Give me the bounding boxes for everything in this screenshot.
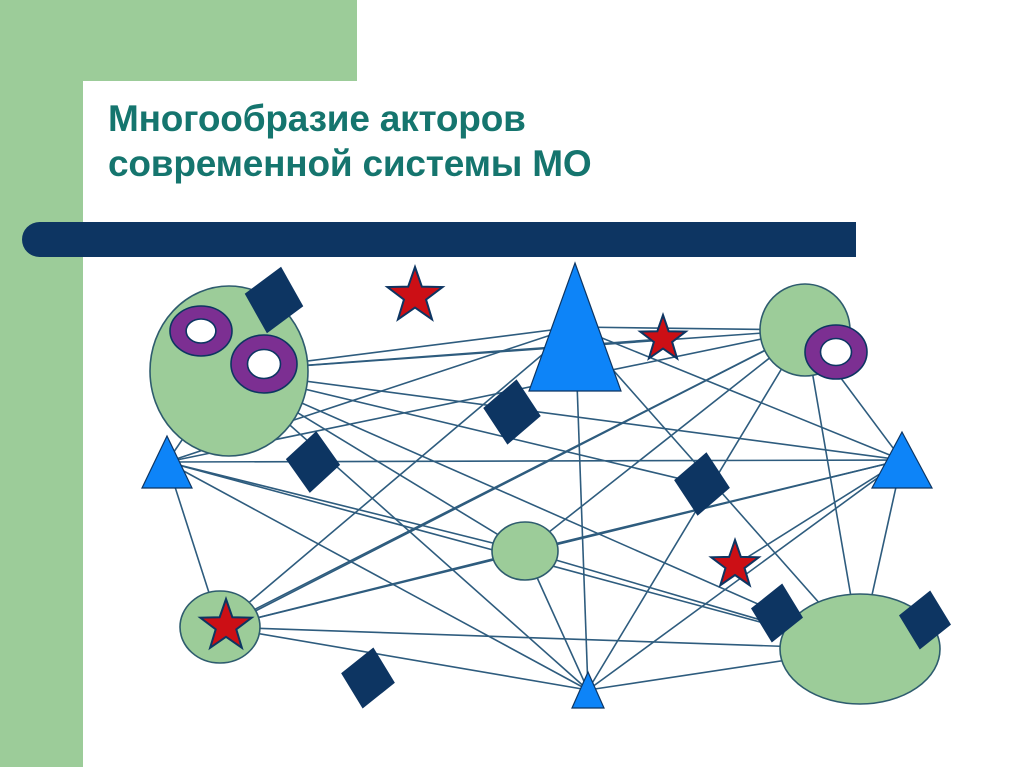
- network-edge: [228, 370, 903, 461]
- navy-title-underline-bar: [22, 222, 856, 257]
- node-ellipse-state-actor[interactable]: [779, 593, 941, 705]
- node-triangle-transnational-corporation[interactable]: [870, 430, 934, 489]
- network-node-layer: [141, 261, 956, 714]
- node-star-ngo-actor[interactable]: [637, 311, 689, 361]
- green-left-band: [0, 0, 83, 767]
- network-edge: [219, 326, 576, 628]
- node-triangle-transnational-corporation[interactable]: [571, 670, 605, 709]
- ring-hole: [246, 348, 282, 380]
- network-edge: [228, 370, 703, 485]
- network-edge: [219, 626, 589, 691]
- node-diamond-international-organization[interactable]: [336, 643, 400, 714]
- network-edge: [166, 461, 526, 552]
- page-title: Многообразие акторов современной системы…: [108, 98, 592, 185]
- node-ring-subnational-actor[interactable]: [169, 305, 233, 357]
- node-triangle-transnational-corporation[interactable]: [528, 261, 622, 392]
- network-edge: [574, 326, 903, 461]
- node-diamond-international-organization[interactable]: [746, 579, 808, 647]
- network-edge: [524, 459, 903, 552]
- node-star-ngo-actor[interactable]: [384, 263, 446, 322]
- network-edge: [228, 370, 861, 650]
- network-edge: [219, 550, 526, 628]
- ring-hole: [819, 337, 853, 367]
- node-triangle-transnational-corporation[interactable]: [141, 434, 193, 489]
- node-diamond-international-organization[interactable]: [894, 586, 956, 654]
- ring-hole: [185, 318, 217, 344]
- node-diamond-international-organization[interactable]: [479, 375, 546, 448]
- green-header-block: [0, 0, 357, 81]
- node-diamond-international-organization[interactable]: [283, 428, 344, 495]
- network-edge: [166, 459, 903, 463]
- node-diamond-international-organization[interactable]: [670, 448, 735, 519]
- node-star-ngo-actor[interactable]: [197, 595, 255, 651]
- node-ring-subnational-actor[interactable]: [230, 334, 298, 394]
- network-edge: [524, 329, 806, 552]
- network-edge: [734, 459, 903, 566]
- node-ring-subnational-actor[interactable]: [804, 324, 868, 380]
- node-star-ngo-actor[interactable]: [708, 536, 762, 588]
- network-edge: [225, 329, 806, 627]
- node-ellipse-state-actor[interactable]: [491, 521, 559, 581]
- network-edge: [219, 626, 861, 650]
- network-edge: [166, 461, 589, 691]
- node-diamond-international-organization[interactable]: [238, 261, 311, 340]
